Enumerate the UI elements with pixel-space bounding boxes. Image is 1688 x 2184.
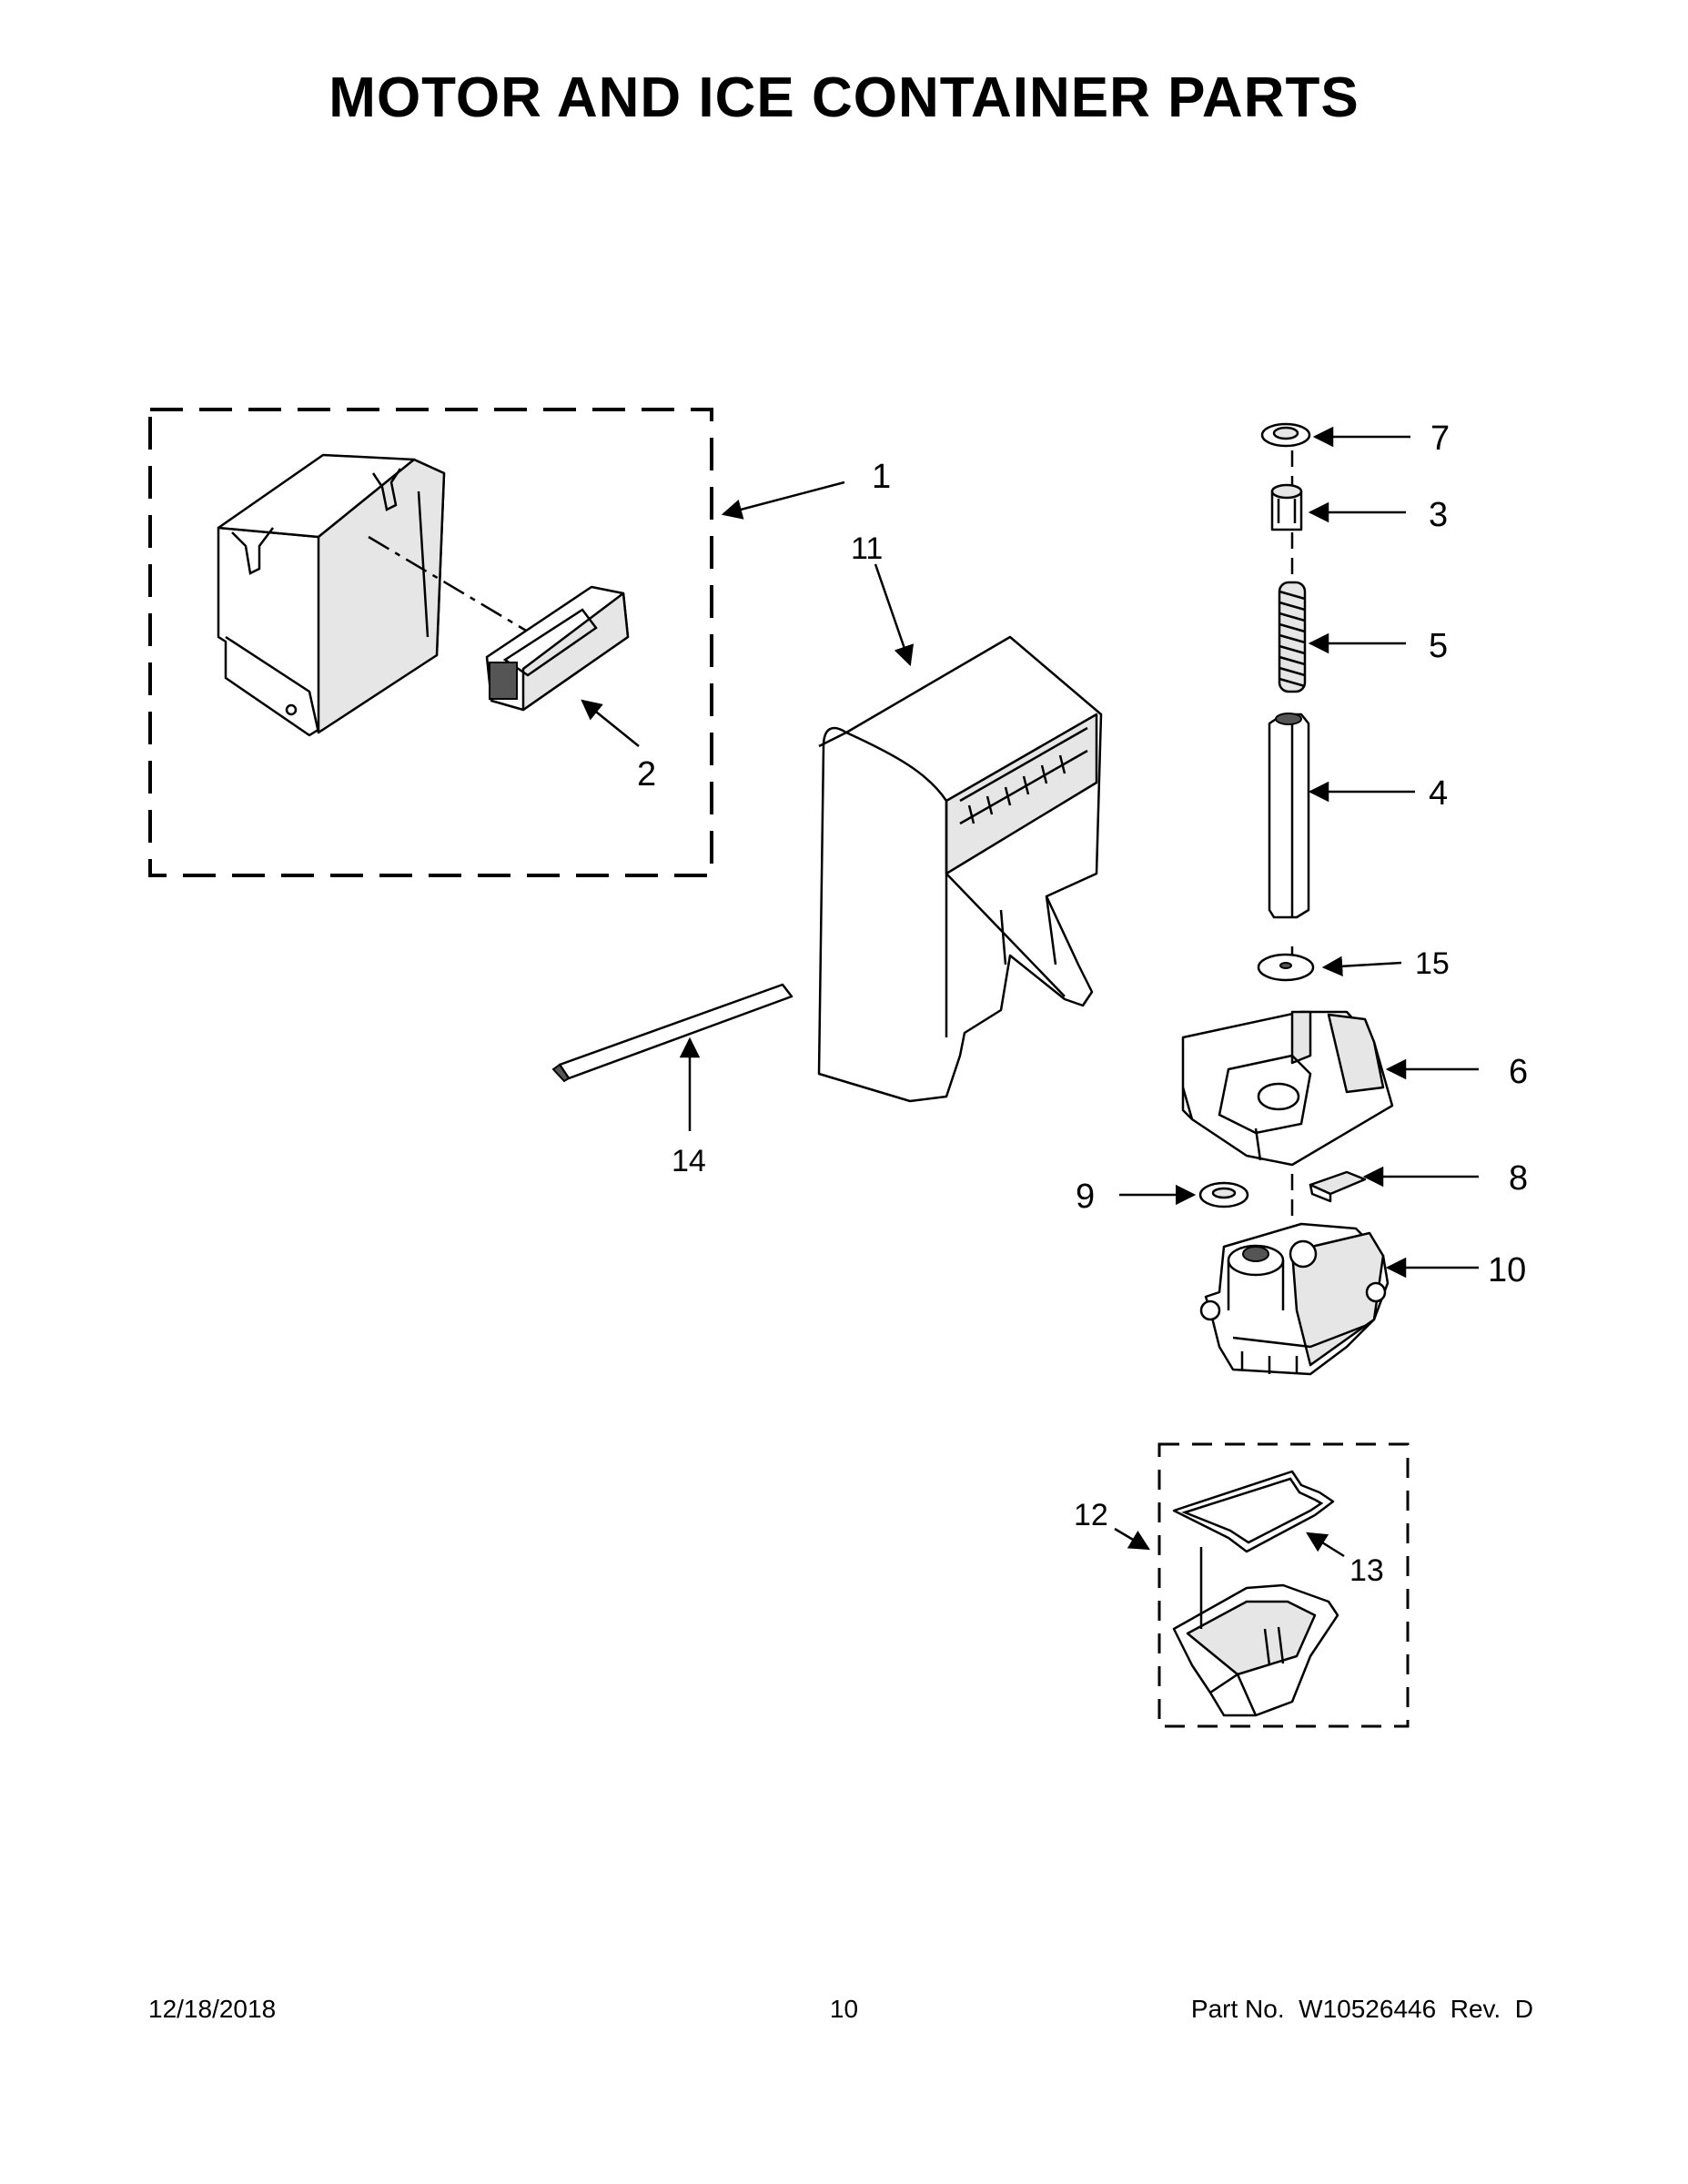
housing-vent-slots: [959, 726, 1088, 825]
callout-8: 8: [1509, 1159, 1528, 1198]
assembly-12-dashed-box: [1157, 1442, 1410, 1728]
footer-page-number: 10: [829, 1995, 859, 2023]
callout-2: 2: [637, 755, 656, 794]
callout-4: 4: [1429, 774, 1448, 813]
coupler-3: [1270, 483, 1303, 531]
callout-1: 1: [872, 458, 891, 496]
callout-5: 5: [1429, 627, 1448, 665]
washer-9: [1198, 1181, 1249, 1208]
callout-15: 15: [1415, 946, 1450, 981]
housing-base-12: [1172, 1547, 1339, 1717]
auger-motor-10: [1199, 1222, 1390, 1376]
callout-9: 9: [1076, 1178, 1095, 1216]
auger-stack: [1157, 422, 1410, 1728]
seal-strip: [551, 983, 793, 1083]
footer-date: 12/18/2018: [148, 1995, 277, 2023]
shaft-4: [1268, 713, 1310, 919]
ice-container-bin: [217, 453, 446, 737]
ice-container-assembly-group: [148, 408, 713, 877]
leader-arrows: [581, 426, 1479, 1558]
gasket-13: [1172, 1470, 1335, 1553]
footer-part-number: Part No. W10526446 Rev. D: [1190, 1995, 1533, 2023]
callout-13: 13: [1349, 1553, 1384, 1588]
washer-7: [1260, 422, 1311, 448]
dispenser-housing: [817, 635, 1103, 1103]
spring-5: [1278, 581, 1307, 693]
container-handle-cap: [485, 585, 630, 712]
callout-labels: 1 2 3 4 5 6 7 8 9 10 11 12 13 14 15: [637, 420, 1528, 1588]
callout-12: 12: [1074, 1498, 1108, 1532]
callout-10: 10: [1488, 1251, 1526, 1289]
assembly-1-dashed-box: [148, 408, 713, 877]
callout-7: 7: [1430, 420, 1450, 458]
pad-8: [1309, 1170, 1367, 1203]
page-title: MOTOR AND ICE CONTAINER PARTS: [329, 66, 1359, 129]
callout-6: 6: [1509, 1053, 1528, 1091]
washer-15: [1257, 953, 1315, 982]
callout-14: 14: [672, 1144, 706, 1178]
motor-mount-bracket-6: [1181, 1010, 1394, 1167]
callout-3: 3: [1429, 496, 1448, 534]
callout-11: 11: [851, 531, 883, 566]
